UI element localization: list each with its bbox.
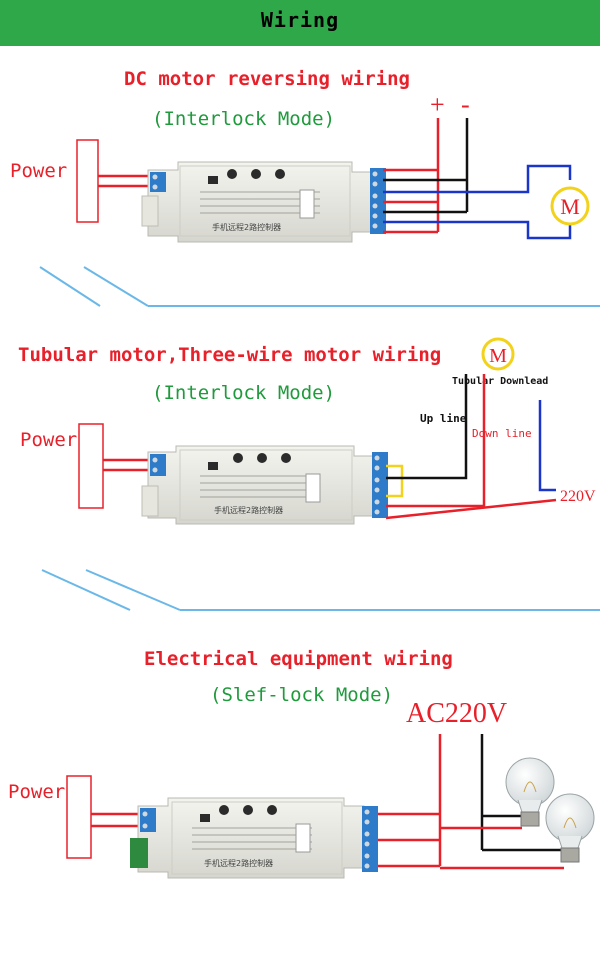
light-bulb-icon-2 (545, 793, 595, 863)
section2-motor-icon: M (481, 337, 515, 371)
page-title: Wiring (260, 8, 340, 32)
section1-controller: 手机远程2路控制器 (141, 161, 386, 243)
section2-divider (41, 569, 600, 611)
section2-title: Tubular motor,Three-wire motor wiring (18, 344, 442, 366)
section3-voltage-label: AC220V (406, 698, 508, 729)
section1-controller-label: 手机远程2路控制器 (212, 222, 281, 232)
section2-controller: 手机远程2路控制器 (141, 445, 388, 525)
section2-power-box (78, 423, 104, 509)
light-bulb-icon-1 (505, 757, 555, 827)
section1-minus-label: - (461, 90, 470, 119)
section3-mode: (Slef-lock Mode) (210, 684, 394, 706)
section1-power-label: Power (10, 160, 68, 182)
header-bar: Wiring (0, 0, 600, 46)
section1-motor-icon: M (550, 186, 590, 226)
section1-title: DC motor reversing wiring (124, 68, 410, 90)
section1-power-box (76, 139, 99, 223)
section3-power-label: Power (8, 781, 66, 803)
section2-wires (385, 374, 557, 520)
up-line-label: Up line (420, 412, 467, 425)
section2-power-label: Power (20, 429, 78, 451)
section3-controller-label: 手机远程2路控制器 (204, 858, 273, 868)
section2-controller-label: 手机远程2路控制器 (214, 505, 283, 515)
section1-divider (39, 266, 600, 307)
section2-mode: (Interlock Mode) (152, 382, 336, 404)
section1-wires (383, 118, 572, 240)
section1-motor-label: M (560, 194, 580, 219)
section3-wires (378, 734, 564, 870)
section2-motor-label: M (489, 345, 507, 367)
section3-title: Electrical equipment wiring (144, 648, 453, 670)
section1-plus-label: + (430, 90, 445, 119)
downlead-label: Tubular Downlead (452, 376, 549, 387)
section2-voltage-label: 220V (560, 488, 596, 505)
section3-power-box (66, 775, 92, 859)
section3-controller: 手机远程2路控制器 (130, 797, 378, 879)
down-line-label: Down line (472, 427, 532, 440)
section1-mode: (Interlock Mode) (152, 108, 336, 130)
